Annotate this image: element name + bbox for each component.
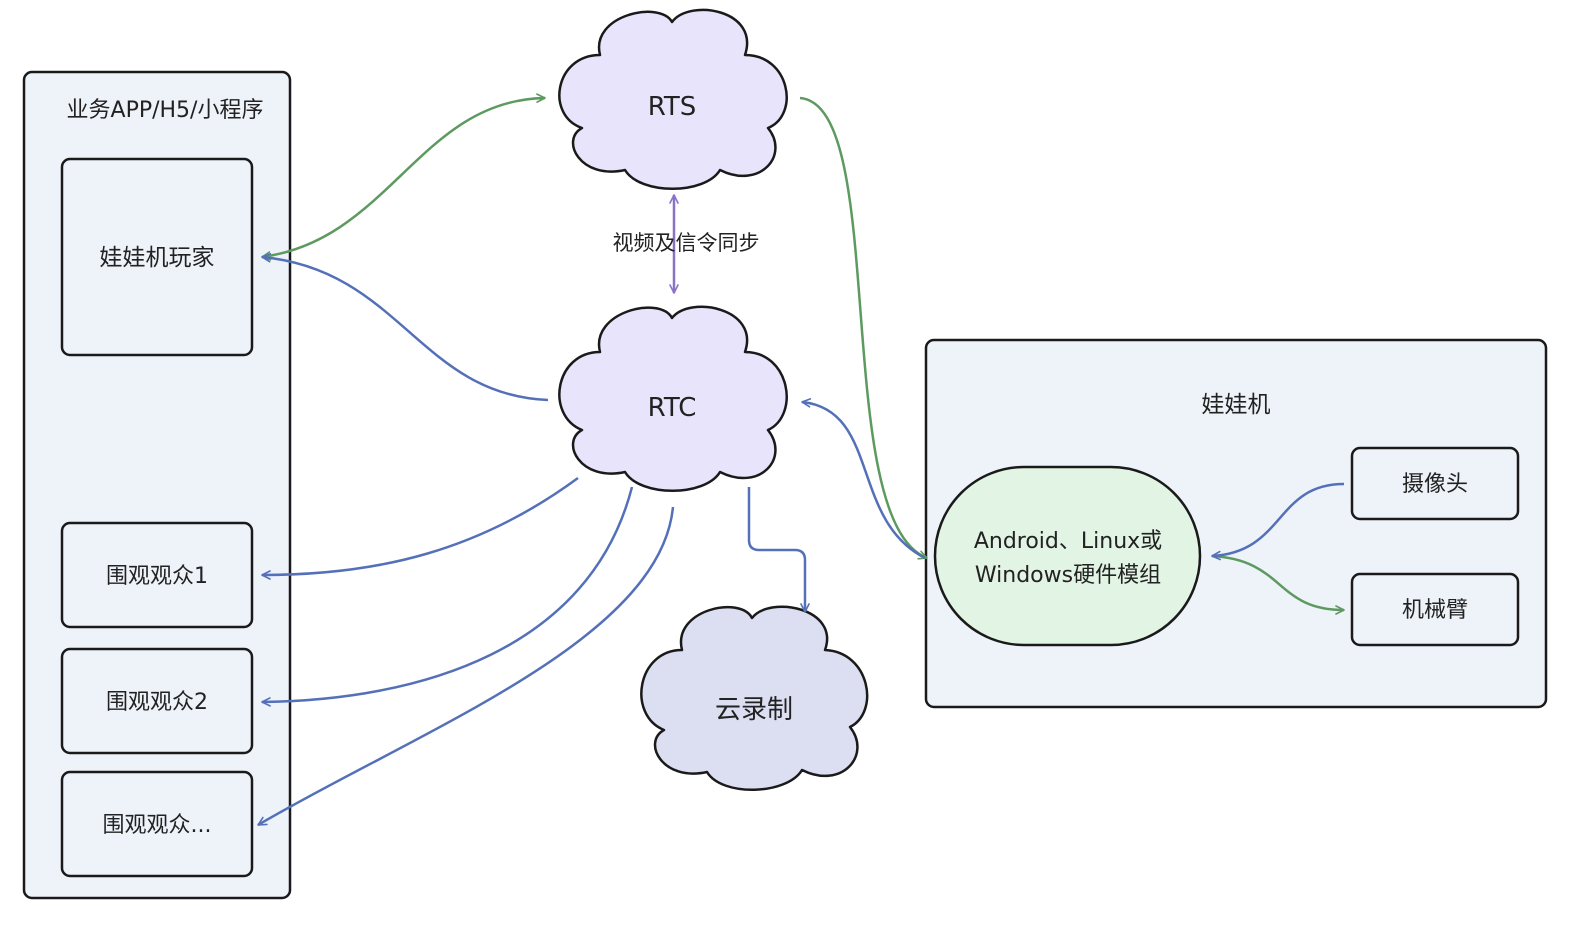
hardware-label-line2: Windows硬件模组 xyxy=(975,563,1161,588)
hardware-label-line1: Android、Linux或 xyxy=(974,529,1162,554)
machine-panel-title: 娃娃机 xyxy=(1202,392,1271,418)
audience-label-3: 围观观众... xyxy=(103,813,212,838)
recording-cloud-shape xyxy=(640,605,869,791)
sync-link: 视频及信令同步 xyxy=(613,194,760,294)
edge-rtc-audience-3 xyxy=(257,506,675,827)
audience-label-1: 围观观众1 xyxy=(106,564,208,589)
rtc-label: RTC xyxy=(648,393,697,423)
edge-player-rts xyxy=(261,93,546,261)
rts-cloud-shape xyxy=(558,8,788,190)
audience-node-1: 围观观众1 xyxy=(60,521,254,629)
edge-rtc-recording xyxy=(747,487,810,613)
audience-node-3: 围观观众... xyxy=(60,770,254,878)
edge-hardware-arm xyxy=(1211,554,1345,615)
camera-label: 摄像头 xyxy=(1402,472,1468,497)
camera-node: 摄像头 xyxy=(1350,446,1520,521)
sync-label: 视频及信令同步 xyxy=(613,231,760,255)
rtc-cloud: RTC xyxy=(558,305,788,492)
edge-rtc-player xyxy=(261,252,549,402)
rts-label: RTS xyxy=(648,92,697,122)
recording-cloud: 云录制 xyxy=(640,605,869,791)
arm-label: 机械臂 xyxy=(1402,598,1468,623)
audience-node-2: 围观观众2 xyxy=(60,647,254,755)
rtc-cloud-shape xyxy=(558,305,788,492)
audience-box-1 xyxy=(60,521,254,629)
player-box xyxy=(60,157,254,357)
edge-rtc-hardware xyxy=(801,398,926,560)
player-label: 娃娃机玩家 xyxy=(100,245,215,271)
arm-node: 机械臂 xyxy=(1350,572,1520,647)
hardware-node: Android、Linux或 Windows硬件模组 xyxy=(933,465,1202,647)
recording-label: 云录制 xyxy=(715,695,793,725)
audience-box-2 xyxy=(60,647,254,755)
edge-rtc-audience-2 xyxy=(261,486,634,707)
edge-rts-hardware xyxy=(799,96,928,560)
edge-camera-hardware xyxy=(1211,482,1345,561)
edge-rtc-audience-1 xyxy=(261,476,579,580)
rts-cloud: RTS xyxy=(558,8,788,190)
audience-box-3 xyxy=(60,770,254,878)
audience-label-2: 围观观众2 xyxy=(106,690,208,715)
camera-box xyxy=(1350,446,1520,521)
arm-box xyxy=(1350,572,1520,647)
hardware-pill xyxy=(933,465,1202,647)
player-node: 娃娃机玩家 xyxy=(60,157,254,357)
client-panel-title: 业务APP/H5/小程序 xyxy=(67,98,264,123)
